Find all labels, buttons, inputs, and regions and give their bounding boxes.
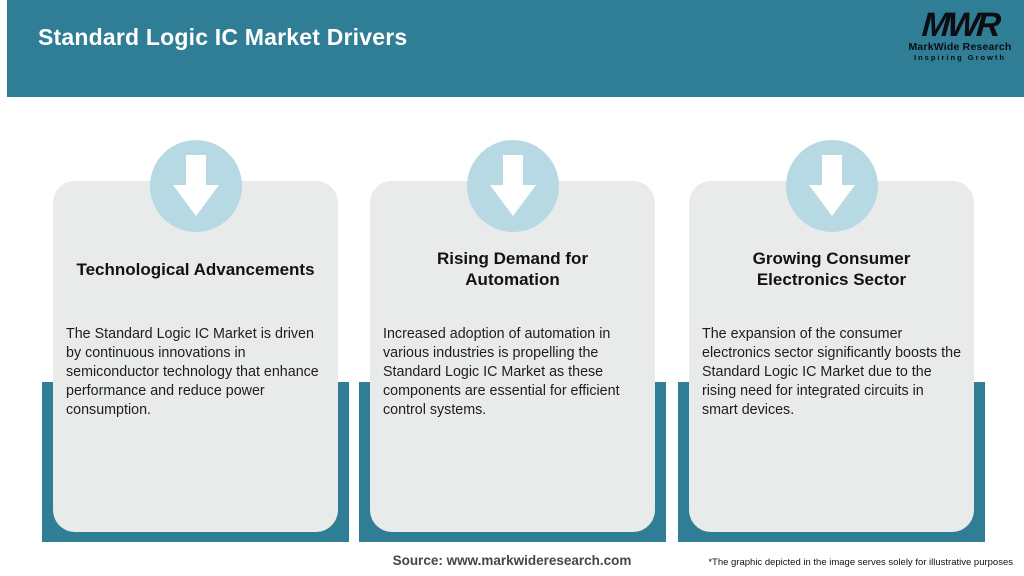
card-description: Increased adoption of automation in vari… bbox=[383, 326, 620, 418]
card-body: Rising Demand for Automation Increased a… bbox=[370, 181, 655, 532]
card-title: Rising Demand for Automation bbox=[436, 249, 589, 289]
page-title: Standard Logic IC Market Drivers bbox=[38, 24, 408, 50]
down-arrow-icon bbox=[785, 140, 878, 232]
driver-card-rising-demand-for-automation: Rising Demand for Automation Increased a… bbox=[359, 140, 666, 542]
card-description: The expansion of the consumer electronic… bbox=[702, 326, 962, 418]
logo-name: MarkWide Research bbox=[908, 41, 1012, 53]
source-text: Source: www.markwideresearch.com bbox=[392, 553, 632, 568]
down-arrow-icon bbox=[149, 140, 242, 232]
logo-tagline: Inspiring Growth bbox=[914, 53, 1006, 62]
card-description: The Standard Logic IC Market is driven b… bbox=[66, 326, 319, 418]
driver-card-technological-advancements: Technological Advancements The Standard … bbox=[42, 140, 349, 542]
down-arrow-icon bbox=[466, 140, 559, 232]
card-title: Growing Consumer Electronics Sector bbox=[752, 249, 911, 289]
card-body: Growing Consumer Electronics Sector The … bbox=[689, 181, 974, 532]
card-body: Technological Advancements The Standard … bbox=[53, 181, 338, 532]
disclaimer-text: *The graphic depicted in the image serve… bbox=[708, 557, 1013, 568]
logo-monogram: MWR bbox=[920, 6, 1000, 44]
header-band: Standard Logic IC Market Drivers MWR Mar… bbox=[7, 0, 1024, 97]
markwide-research-logo: MWR MarkWide Research Inspiring Growth bbox=[906, 6, 1014, 62]
card-title: Technological Advancements bbox=[76, 259, 315, 279]
driver-card-growing-consumer-electronics: Growing Consumer Electronics Sector The … bbox=[678, 140, 985, 542]
